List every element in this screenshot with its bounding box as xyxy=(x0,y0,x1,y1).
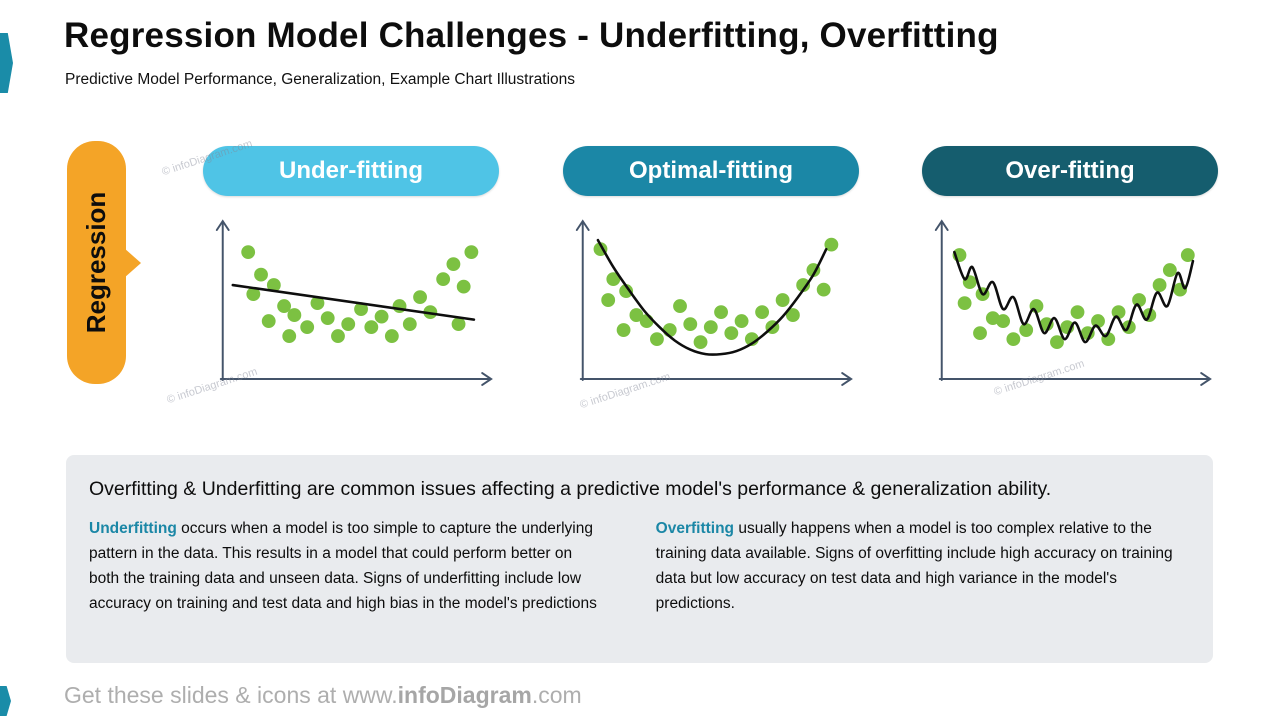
overfitting-text: usually happens when a model is too comp… xyxy=(655,520,1173,613)
data-point xyxy=(300,320,315,335)
data-point xyxy=(1111,305,1126,320)
data-point xyxy=(650,332,664,347)
data-point xyxy=(703,320,718,335)
data-point xyxy=(824,237,839,252)
data-point xyxy=(364,320,379,335)
data-point xyxy=(1091,314,1105,328)
y-axis-arrow-icon xyxy=(215,219,230,231)
data-point xyxy=(775,293,790,307)
data-point xyxy=(320,311,335,326)
left-accent-bottom xyxy=(0,686,11,716)
data-point xyxy=(282,329,297,343)
data-point xyxy=(254,267,268,282)
footer-suffix: .com xyxy=(531,682,582,708)
overfitting-panel: Over-fitting xyxy=(922,146,1218,404)
data-point xyxy=(1050,335,1064,350)
summary-box: Overfitting & Underfitting are common is… xyxy=(66,455,1213,663)
underfitting-term: Underfitting xyxy=(89,520,177,537)
data-point xyxy=(1006,332,1021,347)
data-point xyxy=(957,296,972,311)
underfitting-text: occurs when a model is too simple to cap… xyxy=(89,520,597,613)
data-point xyxy=(354,302,368,317)
data-point xyxy=(683,317,698,332)
data-point xyxy=(785,308,800,322)
data-point xyxy=(629,308,644,322)
fitted-line xyxy=(231,283,476,321)
data-point xyxy=(1019,323,1034,337)
optimalfitting-scatter-chart xyxy=(575,219,853,386)
data-point xyxy=(446,257,461,272)
data-point xyxy=(241,245,256,260)
x-axis-arrow-icon xyxy=(481,372,493,386)
fitted-line xyxy=(596,238,828,356)
data-point xyxy=(734,314,749,328)
x-axis-arrow-icon xyxy=(1200,372,1212,386)
data-point xyxy=(616,323,631,337)
y-axis-arrow-icon xyxy=(934,219,949,231)
underfitting-panel: Under-fitting xyxy=(203,146,499,404)
data-point xyxy=(1070,305,1085,320)
data-point xyxy=(724,326,739,341)
data-point xyxy=(277,299,292,313)
y-axis-arrow-icon xyxy=(575,219,590,231)
data-point xyxy=(310,296,325,311)
underfitting-scatter-chart xyxy=(215,219,493,386)
underfitting-pill: Under-fitting xyxy=(203,146,499,196)
page-subtitle: Predictive Model Performance, Generaliza… xyxy=(65,71,576,88)
optimalfitting-panel: Optimal-fitting xyxy=(563,146,859,404)
overfitting-term: Overfitting xyxy=(655,520,735,537)
summary-headline: Overfitting & Underfitting are common is… xyxy=(89,478,1052,500)
data-point xyxy=(973,326,987,341)
data-point xyxy=(266,278,281,292)
data-point xyxy=(456,279,471,294)
footer-prefix: Get these slides & icons at www. xyxy=(64,682,398,708)
data-point xyxy=(261,314,276,328)
data-point xyxy=(341,317,356,332)
data-point xyxy=(331,329,345,343)
optimalfitting-pill: Optimal-fitting xyxy=(563,146,859,196)
overfitting-pill: Over-fitting xyxy=(922,146,1218,196)
data-point xyxy=(1162,263,1177,277)
data-point xyxy=(755,305,770,320)
overfitting-paragraph: Overfitting usually happens when a model… xyxy=(656,516,1187,616)
underfitting-paragraph: Underfitting occurs when a model is too … xyxy=(89,516,601,616)
overfitting-scatter-chart xyxy=(934,219,1212,386)
fitted-line xyxy=(953,250,1195,344)
page-title: Regression Model Challenges - Underfitti… xyxy=(64,16,999,55)
data-point xyxy=(1152,278,1167,292)
data-point xyxy=(996,314,1011,328)
data-point xyxy=(962,275,977,290)
data-point xyxy=(796,278,811,292)
data-point xyxy=(1132,293,1146,307)
data-point xyxy=(619,284,634,298)
data-point xyxy=(601,293,616,307)
data-point xyxy=(384,329,399,343)
data-point xyxy=(693,335,708,350)
data-point xyxy=(451,317,466,332)
data-point xyxy=(246,287,261,302)
data-point xyxy=(374,309,389,324)
regression-ribbon: Regression xyxy=(67,141,126,384)
data-point xyxy=(1173,282,1188,297)
footer-credit: Get these slides & icons at www.infoDiag… xyxy=(64,682,582,709)
footer-brand: infoDiagram xyxy=(397,682,532,708)
data-point xyxy=(1180,248,1195,262)
regression-ribbon-label: Regression xyxy=(81,191,111,334)
data-point xyxy=(436,272,451,287)
data-point xyxy=(639,314,654,328)
data-point xyxy=(606,272,621,287)
data-point xyxy=(413,290,427,305)
left-accent-top xyxy=(0,33,13,93)
x-axis-arrow-icon xyxy=(841,372,853,386)
data-point xyxy=(464,245,479,260)
data-point xyxy=(714,305,728,320)
data-point xyxy=(287,308,302,322)
data-point xyxy=(402,317,417,332)
data-point xyxy=(816,282,831,297)
data-point xyxy=(673,299,687,313)
